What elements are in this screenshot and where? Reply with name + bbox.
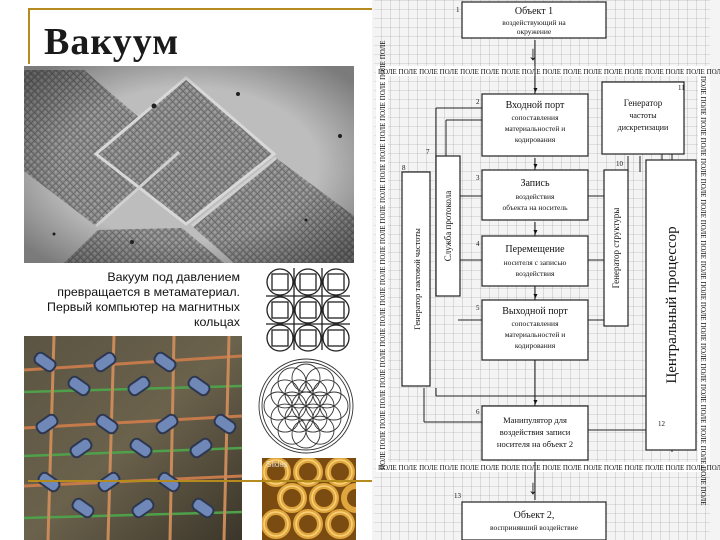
frequency-generator-label: дискретизации [618, 123, 669, 132]
move-sub: воздействия [516, 269, 555, 278]
small-arrow-icon: ▼ [532, 292, 539, 300]
output-port-sub: сопоставления [511, 319, 559, 328]
write-sub: объекта на носитель [503, 203, 569, 212]
write-box: Запись воздействия объекта на носитель [481, 169, 589, 221]
frequency-generator-number: 11 [678, 84, 685, 92]
object1-number: 1 [456, 6, 460, 14]
caption-line: превращается в метаматериал. [57, 285, 240, 299]
ring-grid-pattern [262, 264, 354, 354]
move-box: Перемещение носителя с записью воздейств… [481, 235, 589, 287]
manipulator-box: Манипулятор для воздействия записи носит… [481, 405, 589, 461]
object2-sub: воспринявший воздействие [490, 523, 579, 532]
caption-line: Вакуум под давлением [107, 270, 240, 284]
structure-generator-number: 10 [616, 160, 624, 168]
cpu-box: Центральный процессор [645, 159, 697, 451]
input-port-sub: материальностей и [505, 124, 566, 133]
input-port-title: Входной порт [506, 100, 565, 111]
object1-title: Объект 1 [515, 6, 553, 17]
field-label-left: ПОЛЕ ПОЛЕ ПОЛЕ ПОЛЕ ПОЛЕ ПОЛЕ ПОЛЕ ПОЛЕ … [379, 41, 387, 471]
write-title: Запись [520, 178, 549, 189]
write-sub: воздействия [516, 192, 555, 201]
title-decoration-vertical [28, 8, 30, 64]
image-caption: Вакуум под давлением превращается в мета… [30, 270, 240, 330]
manipulator-number: 6 [476, 408, 480, 416]
protocol-service-number: 7 [426, 148, 430, 156]
write-number: 3 [476, 174, 480, 182]
caption-line: кольцах [193, 315, 240, 329]
object1-sub: окружение [517, 27, 552, 36]
input-port-number: 2 [476, 98, 480, 106]
information-transfer-diagram: ПОЛЕ ПОЛЕ ПОЛЕ ПОЛЕ ПОЛЕ ПОЛЕ ПОЛЕ ПОЛЕ … [372, 0, 720, 540]
small-arrow-icon: ▼ [532, 162, 539, 170]
frequency-generator-label: частоты [629, 111, 657, 120]
object2-number: 13 [454, 492, 462, 500]
move-sub: носителя с записью [504, 258, 567, 267]
clock-generator-number: 8 [402, 164, 406, 172]
small-arrow-icon: ▼ [532, 86, 539, 94]
move-title: Перемещение [505, 244, 565, 255]
input-port-box: Входной порт сопоставления материальност… [481, 93, 589, 157]
protocol-service-box: Служба протокола [435, 155, 461, 297]
protocol-service-label: Служба протокола [443, 191, 453, 262]
cpu-number: 12 [658, 420, 666, 428]
clock-generator-label: Генератор тактовой частоты [412, 228, 422, 330]
image-watermark: Slides [266, 460, 288, 469]
output-port-number: 5 [476, 304, 480, 312]
input-port-sub: сопоставления [511, 113, 559, 122]
caption-line: Первый компьютер на магнитных [47, 300, 240, 314]
manipulator-label: носителя на объект 2 [497, 439, 573, 449]
object2-title: Объект 2, [514, 510, 555, 521]
manipulator-label: воздействия записи [500, 427, 571, 437]
arrow-down-icon: ↓ [528, 477, 538, 499]
small-arrow-icon: ▼ [532, 228, 539, 236]
frequency-generator-label: Генератор [624, 98, 663, 108]
field-label-bottom: ПОЛЕ ПОЛЕ ПОЛЕ ПОЛЕ ПОЛЕ ПОЛЕ ПОЛЕ ПОЛЕ … [378, 464, 720, 472]
frequency-generator-box: Генератор частоты дискретизации [601, 81, 685, 155]
arrow-down-icon: ↓ [528, 43, 538, 65]
small-arrow-icon: ▼ [532, 398, 539, 406]
ferrite-core-memory-photo [24, 336, 242, 540]
output-port-sub: кодирования [515, 341, 556, 350]
title-decoration-line [28, 8, 372, 10]
cpu-label: Центральный процессор [664, 226, 680, 383]
manipulator-label: Манипулятор для [503, 415, 567, 425]
input-port-sub: кодирования [515, 135, 556, 144]
output-port-box: Выходной порт сопоставления материальнос… [481, 299, 589, 361]
bottom-decoration-line [28, 480, 374, 482]
structure-generator-label: Генератор структуры [611, 208, 621, 289]
object1-sub: воздействующий на [502, 18, 566, 27]
output-port-title: Выходной порт [502, 306, 568, 317]
output-port-sub: материальностей и [505, 330, 566, 339]
object1-box: Объект 1 воздействующий на окружение [461, 1, 607, 39]
flower-of-life-pattern [256, 356, 356, 456]
slide-title: Вакуум [44, 21, 180, 63]
field-label-right: ПОЛЕ ПОЛЕ ПОЛЕ ПОЛЕ ПОЛЕ ПОЛЕ ПОЛЕ ПОЛЕ … [699, 76, 707, 506]
field-label-top: ПОЛЕ ПОЛЕ ПОЛЕ ПОЛЕ ПОЛЕ ПОЛЕ ПОЛЕ ПОЛЕ … [378, 68, 720, 76]
object2-box: Объект 2, воспринявший воздействие [461, 501, 607, 540]
gold-chainmail-photo: Slides [262, 458, 356, 540]
vacuum-metamaterial-photo [24, 66, 354, 263]
clock-generator-box: Генератор тактовой частоты [401, 171, 431, 387]
move-number: 4 [476, 240, 480, 248]
structure-generator-box: Генератор структуры [603, 169, 629, 327]
